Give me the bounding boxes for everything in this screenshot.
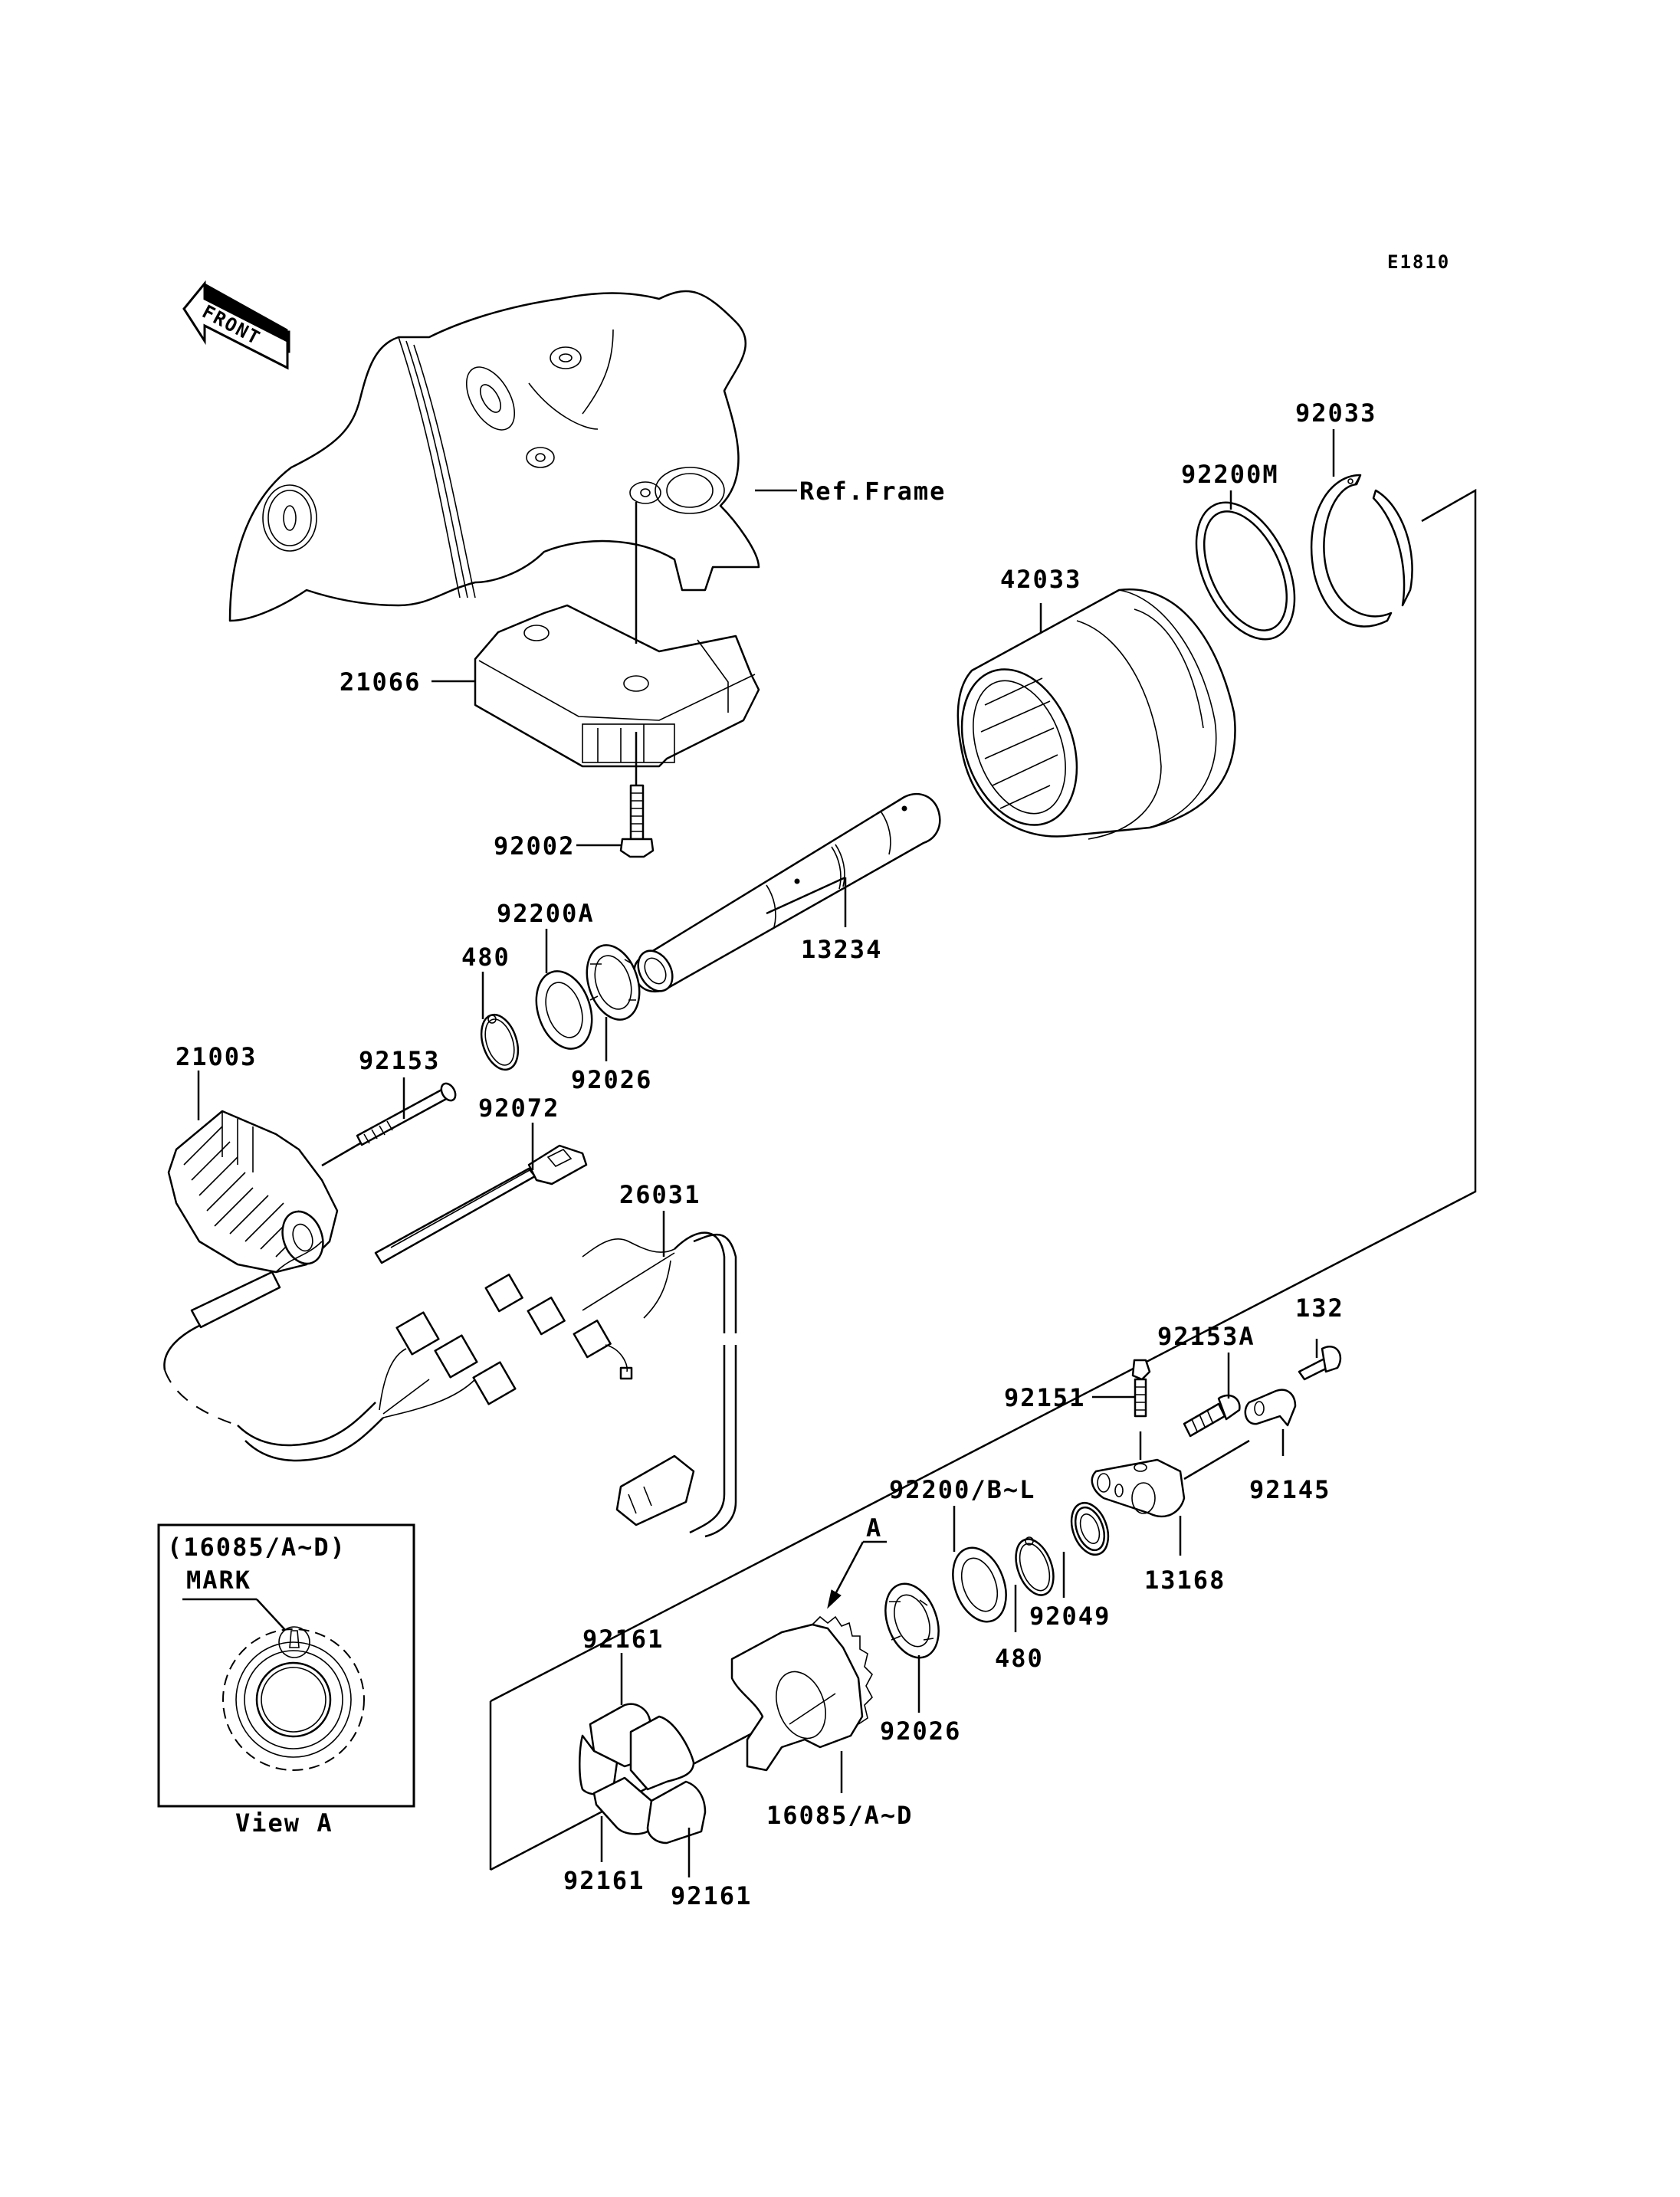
part-label-16085: 16085/A~D: [766, 1801, 913, 1830]
part-label-92049: 92049: [1029, 1602, 1111, 1631]
part-label-92151: 92151: [1004, 1383, 1085, 1412]
part-label-92002: 92002: [494, 831, 575, 861]
part-label-92200BL: 92200/B~L: [889, 1475, 1035, 1504]
bolt-132: [1298, 1346, 1342, 1381]
harness-26031: [163, 1231, 737, 1538]
view-a-marker: A: [827, 1513, 887, 1609]
clamp-92145: [1244, 1389, 1297, 1427]
part-label-92161-left: 92161: [563, 1866, 645, 1895]
part-label-92145: 92145: [1249, 1475, 1331, 1504]
part-label-42033: 42033: [1000, 565, 1081, 594]
inset-frame: [157, 1523, 415, 1808]
view-a-inset: (16085/A~D) MARK View A: [157, 1523, 415, 1838]
washer-92200BL: [952, 1546, 1007, 1623]
front-arrow-icon: FRONT: [182, 280, 290, 370]
part-label-21003: 21003: [176, 1042, 257, 1071]
washer-92200A: [535, 970, 593, 1050]
shaft-13234: [633, 792, 941, 993]
clutch-92026-top: [586, 944, 641, 1021]
seal-92049: [1070, 1502, 1110, 1556]
part-label-21066: 21066: [340, 667, 421, 697]
part-label-92200M: 92200M: [1181, 460, 1279, 489]
damper-92161: [579, 1703, 707, 1844]
bolt-92002: [619, 784, 655, 858]
clutch-92026-bottom: [884, 1582, 940, 1659]
part-label-92153: 92153: [359, 1046, 440, 1075]
stator-21003: [167, 1110, 339, 1329]
part-label-13234: 13234: [801, 935, 882, 964]
bolt-92153A: [1183, 1394, 1241, 1438]
part-label-92161-right: 92161: [671, 1881, 752, 1910]
circlip-480-top: [480, 1013, 520, 1071]
inset-mark-label: MARK: [186, 1566, 251, 1595]
part-label-92026-bottom: 92026: [880, 1717, 961, 1746]
part-label-480-top: 480: [461, 943, 510, 972]
clutch-housing-42033: [956, 588, 1236, 840]
part-label-92200A: 92200A: [497, 899, 595, 928]
reference-frame: [228, 290, 760, 622]
inset-caption: View A: [235, 1808, 333, 1838]
part-label-26031: 26031: [619, 1180, 701, 1209]
circlip-480-bottom: [1015, 1536, 1055, 1596]
circlip-92033: [1310, 474, 1413, 628]
part-label-92026-top: 92026: [571, 1065, 652, 1094]
bolt-92153: [321, 1082, 457, 1167]
diagram-id: E1810: [1387, 251, 1450, 273]
regulator-21066: [474, 604, 760, 768]
part-label-92161-top: 92161: [582, 1625, 664, 1654]
part-label-92153A: 92153A: [1157, 1322, 1255, 1351]
ref-frame-label: Ref.Frame: [799, 477, 946, 506]
gear-16085: [730, 1615, 873, 1772]
part-label-92033: 92033: [1295, 398, 1376, 428]
cable-tie-92072: [374, 1144, 588, 1264]
lever-13168: [1091, 1458, 1186, 1518]
part-label-13168: 13168: [1144, 1566, 1226, 1595]
bolt-92151: [1131, 1359, 1151, 1418]
group-bracket-line: [490, 488, 1477, 1703]
view-a-letter: A: [866, 1513, 882, 1543]
part-label-480-bottom: 480: [995, 1644, 1044, 1673]
ring-92200M: [1195, 501, 1296, 641]
inset-title: (16085/A~D): [167, 1533, 346, 1562]
part-label-132: 132: [1295, 1294, 1344, 1323]
part-label-92072: 92072: [478, 1094, 559, 1123]
gear-top-view-icon: [222, 1626, 365, 1771]
